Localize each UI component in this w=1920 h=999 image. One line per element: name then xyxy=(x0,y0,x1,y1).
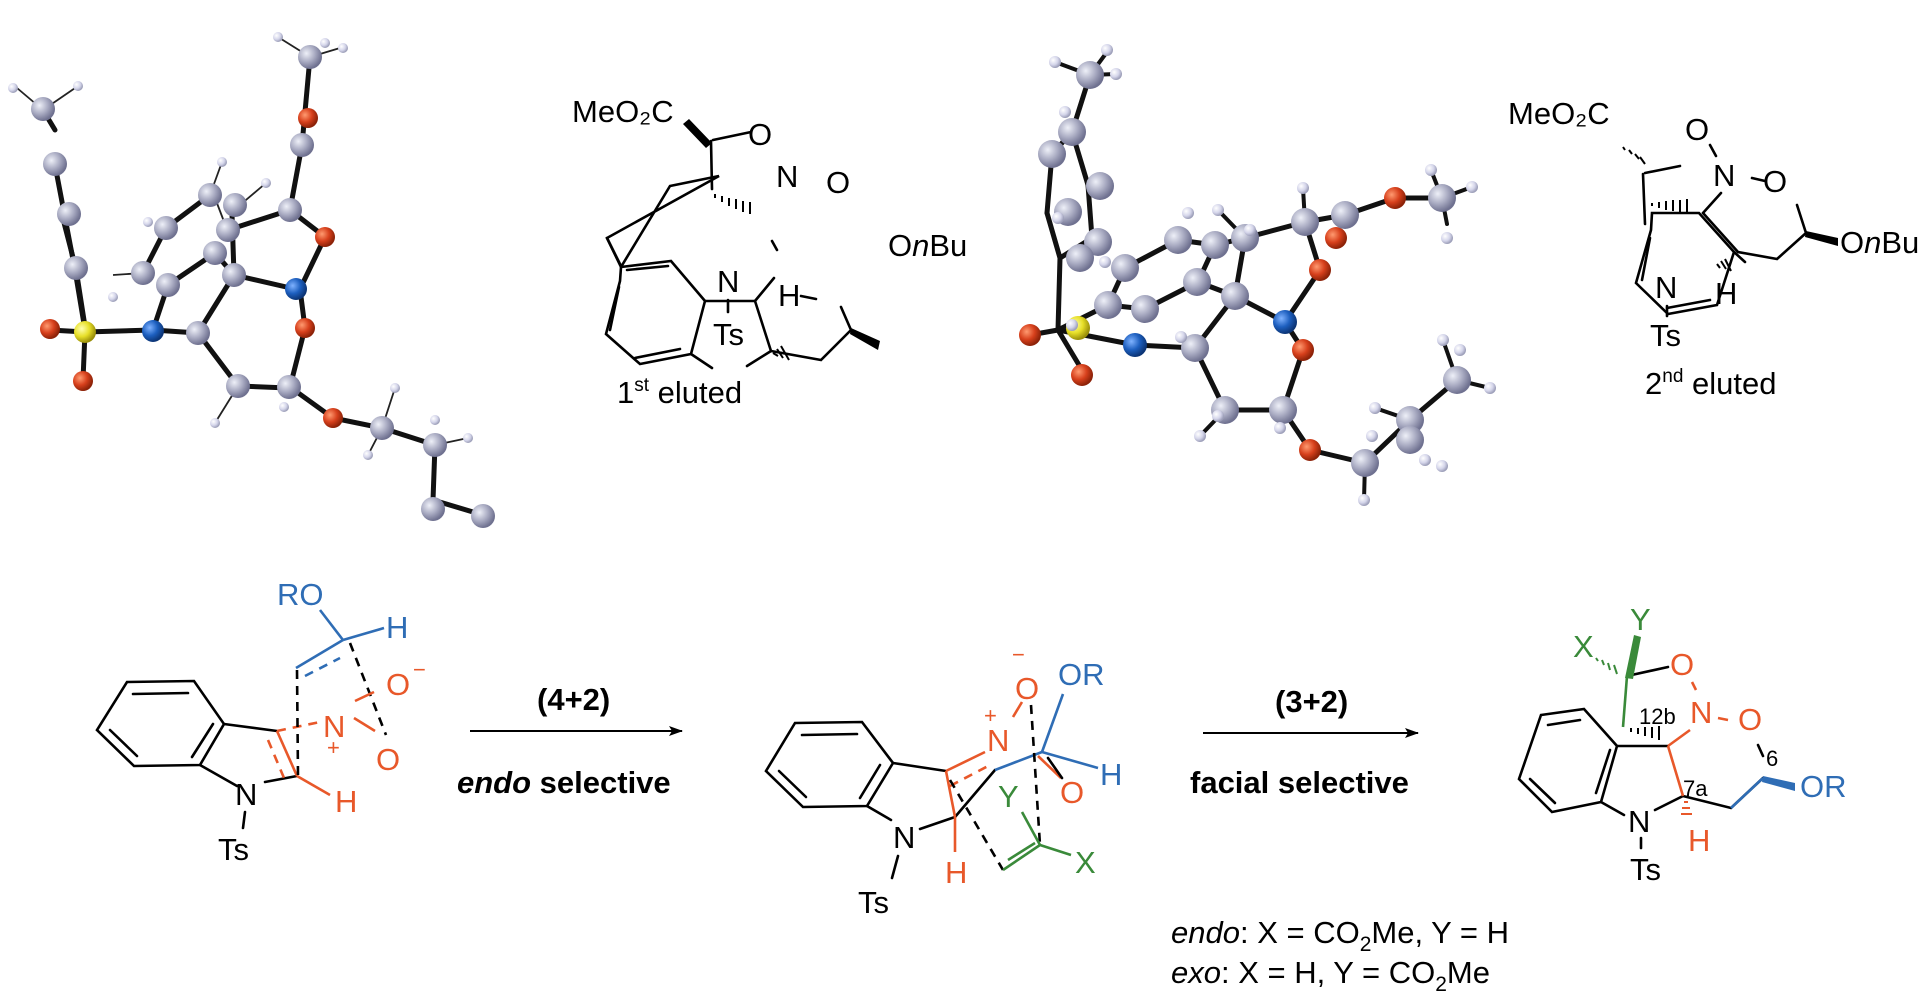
arrow-4plus2: (4+2) endo selective xyxy=(457,682,683,800)
i-h: H xyxy=(945,855,967,890)
structure-1st-eluted: MeO₂C O N O OnBu N H Ts 1st eluted xyxy=(572,94,967,410)
s2-caption: 2nd eluted xyxy=(1645,366,1776,401)
r-ro: RO xyxy=(277,577,324,612)
r-n-indole: N xyxy=(235,777,257,812)
intermediate-cycloadduct: − O OR + N H O Y X H N Ts xyxy=(764,642,1122,920)
s2-o-right: O xyxy=(1763,164,1787,199)
s2-meo2c: MeO₂C xyxy=(1508,96,1610,131)
p-pos-12b: 12b xyxy=(1639,704,1676,729)
s2-h: H xyxy=(1715,276,1737,311)
crystal-2-bonds xyxy=(1027,72,1460,466)
s1-n: N xyxy=(776,159,798,194)
crystal-structure-1 xyxy=(8,32,495,528)
p-x: X xyxy=(1573,629,1594,664)
p-or: OR xyxy=(1800,769,1847,804)
p-n-indole: N xyxy=(1628,804,1650,839)
p-h: H xyxy=(1688,823,1710,858)
r-n: N xyxy=(323,709,345,744)
i-x: X xyxy=(1075,845,1096,880)
crystal-1-bonds xyxy=(40,54,486,518)
r-plus: + xyxy=(327,735,340,760)
i-y: Y xyxy=(998,779,1019,814)
s1-meo2c: MeO₂C xyxy=(572,94,674,129)
s1-o-right: O xyxy=(826,165,850,200)
i-or: OR xyxy=(1058,657,1105,692)
i-plus: + xyxy=(984,703,997,728)
s1-caption: 1st eluted xyxy=(617,375,742,410)
i-o: O xyxy=(1060,775,1084,810)
s2-n-indole: N xyxy=(1655,270,1677,305)
s2-ts: Ts xyxy=(1650,318,1681,353)
r-o-minus: O xyxy=(386,667,410,702)
p-ts: Ts xyxy=(1630,852,1661,887)
crystal-2-atoms xyxy=(1019,44,1496,506)
p-y: Y xyxy=(1630,602,1651,637)
p-o1: O xyxy=(1670,647,1694,682)
structure-2nd-eluted: MeO₂C O N O OnBu N H Ts 2nd eluted xyxy=(1508,96,1919,401)
arrow-3plus2: (3+2) facial selective xyxy=(1190,684,1419,800)
p-o2: O xyxy=(1738,702,1762,737)
i-o-top: O xyxy=(1015,671,1039,706)
i-minus: − xyxy=(1012,642,1025,667)
r-h-top: H xyxy=(386,610,408,645)
s2-onbu: OnBu xyxy=(1840,225,1919,260)
r-ts: Ts xyxy=(218,832,249,867)
legend-endo: endo: X = CO2Me, Y = H xyxy=(1171,915,1509,956)
s1-onbu: OnBu xyxy=(888,228,967,263)
s2-n: N xyxy=(1713,158,1735,193)
arrow-1-label-bottom: endo selective xyxy=(457,765,671,800)
r-minus: − xyxy=(413,657,426,682)
r-h: H xyxy=(335,784,357,819)
r-o: O xyxy=(376,742,400,777)
p-n: N xyxy=(1690,695,1712,730)
endo-exo-legend: endo: X = CO2Me, Y = H exo: X = H, Y = C… xyxy=(1171,915,1509,996)
legend-exo: exo: X = H, Y = CO2Me xyxy=(1171,955,1490,996)
s1-n-indole: N xyxy=(717,264,739,299)
i-n-indole: N xyxy=(893,820,915,855)
s2-o-top: O xyxy=(1685,112,1709,147)
reactant-nitroindole: RO H O − N + O H N Ts xyxy=(95,577,426,867)
crystal-1-atoms xyxy=(8,32,495,528)
i-ts: Ts xyxy=(858,885,889,920)
arrow-1-label-top: (4+2) xyxy=(537,682,610,717)
arrow-2-label-bottom: facial selective xyxy=(1190,765,1409,800)
arrow-2-label-top: (3+2) xyxy=(1275,684,1348,719)
s1-h: H xyxy=(778,278,800,313)
p-pos-7a: 7a xyxy=(1683,776,1708,801)
crystal-structure-2 xyxy=(1019,44,1496,506)
i-n: N xyxy=(987,723,1009,758)
p-pos-6: 6 xyxy=(1766,746,1778,771)
product-structure: X Y O N O 12b 6 7a OR H N Ts xyxy=(1517,602,1847,887)
s1-o-top: O xyxy=(748,117,772,152)
s1-ts: Ts xyxy=(713,317,744,352)
i-h-right: H xyxy=(1100,757,1122,792)
